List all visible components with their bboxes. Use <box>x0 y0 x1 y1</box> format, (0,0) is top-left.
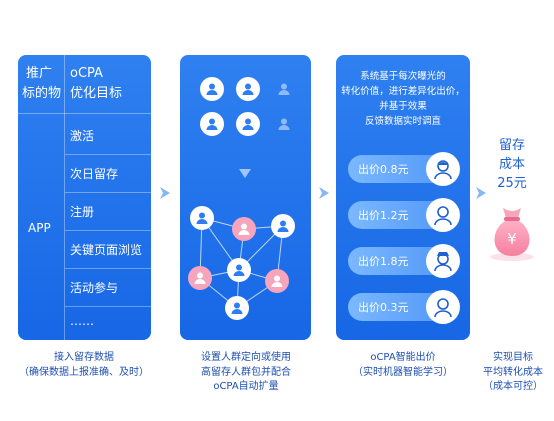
bid-label: 出价1.2元 <box>358 209 409 222</box>
flow-arrow-icon <box>160 187 170 199</box>
network-lines <box>199 217 284 309</box>
bidding-panel: 系统基于每次曝光的 转化价值，进行差异化出价， 并基于效果 反馈数据实时调直 出… <box>336 55 470 340</box>
step-caption: 接入留存数据 （确保数据上报准确、及时） <box>10 351 158 380</box>
goal-item: 活动参与 <box>70 281 119 295</box>
promo-label-line1: 推广 <box>26 66 53 81</box>
ocpa-label: oCPA <box>70 66 103 81</box>
bid-label: 出价1.8元 <box>358 255 409 268</box>
goal-item: 关键页面浏览 <box>70 243 143 257</box>
caption-line: oCPA自动扩量 <box>213 381 279 392</box>
row-divider <box>65 192 151 193</box>
description-line: 系统基于每次曝光的 <box>360 71 446 82</box>
opt-goal-label: 优化目标 <box>70 86 123 101</box>
step-caption: 实现目标 平均转化成本 （成本可控） <box>476 351 550 395</box>
goal-item: 注册 <box>70 205 95 219</box>
result-title-line: 成本 <box>498 157 525 172</box>
yuan-symbol: ¥ <box>507 230 517 248</box>
step-caption: oCPA智能出价 （实时机器智能学习） <box>330 351 476 380</box>
audience-panel <box>180 55 311 340</box>
result-title-line: 留存 <box>498 138 525 153</box>
caption-line: 实现目标 <box>493 352 533 363</box>
description-line: 并基于效果 <box>379 101 427 112</box>
user-icon <box>236 77 260 101</box>
retained-user-icon <box>232 217 256 241</box>
bid-pill: 出价1.2元 <box>348 198 460 232</box>
targets-panel: 推广 标的物 oCPA 优化目标 APP 激活 次日留存 注册 关键页面浏览 活… <box>18 55 151 340</box>
row-divider <box>65 230 151 231</box>
person-icon <box>426 152 460 186</box>
targets-header <box>18 55 151 114</box>
flow-arrow-icon <box>319 187 329 199</box>
user-icon <box>200 112 224 136</box>
row-divider <box>65 268 151 269</box>
row-divider <box>65 154 151 155</box>
user-node-icon <box>190 206 214 230</box>
flow-arrow-icon <box>476 187 486 199</box>
bid-pill: 出价0.3元 <box>348 290 460 324</box>
description-line: 转化价值，进行差异化出价， <box>341 86 465 97</box>
down-arrow-icon <box>239 169 251 178</box>
bidding-description: 系统基于每次曝光的 转化价值，进行差异化出价， 并基于效果 反馈数据实时调直 <box>336 69 470 129</box>
app-label: APP <box>28 221 51 235</box>
caption-line: oCPA智能出价 <box>370 352 436 363</box>
retained-user-icon <box>265 269 289 293</box>
person-icon <box>426 198 460 232</box>
caption-line: 高留存人群包并配合 <box>201 366 291 378</box>
promo-label-line2: 标的物 <box>22 86 62 101</box>
retained-user-icon <box>188 266 212 290</box>
caption-line: （成本可控） <box>483 381 543 392</box>
goal-item: …… <box>70 314 94 328</box>
row-divider <box>65 306 151 307</box>
step-caption: 设置人群定向或使用 高留存人群包并配合 oCPA自动扩量 <box>176 351 316 395</box>
bid-pill: 出价1.8元 <box>348 244 460 278</box>
goal-item: 次日留存 <box>70 167 119 181</box>
description-line: 反馈数据实时调直 <box>364 116 441 127</box>
bid-label: 出价0.3元 <box>358 301 409 314</box>
column-divider <box>64 55 65 340</box>
faded-user-icon <box>272 112 296 136</box>
goal-item: 激活 <box>70 129 95 143</box>
caption-line: （实时机器智能学习） <box>353 366 453 378</box>
caption-line: 接入留存数据 <box>54 352 114 363</box>
person-icon <box>426 290 460 324</box>
user-node-icon <box>225 296 249 320</box>
person-icon <box>426 244 460 278</box>
user-node-icon <box>271 214 295 238</box>
faded-user-icon <box>272 77 296 101</box>
user-node-icon <box>227 258 251 282</box>
user-icon <box>200 77 224 101</box>
money-bag-icon: ¥ <box>490 208 534 261</box>
caption-line: 设置人群定向或使用 <box>201 352 291 363</box>
bid-pill: 出价0.8元 <box>348 152 460 186</box>
user-icon <box>236 112 260 136</box>
caption-line: 平均转化成本 <box>483 366 543 378</box>
result-cost-value: 25元 <box>497 176 527 191</box>
caption-line: （确保数据上报准确、及时） <box>19 366 149 378</box>
bid-label: 出价0.8元 <box>358 163 409 176</box>
